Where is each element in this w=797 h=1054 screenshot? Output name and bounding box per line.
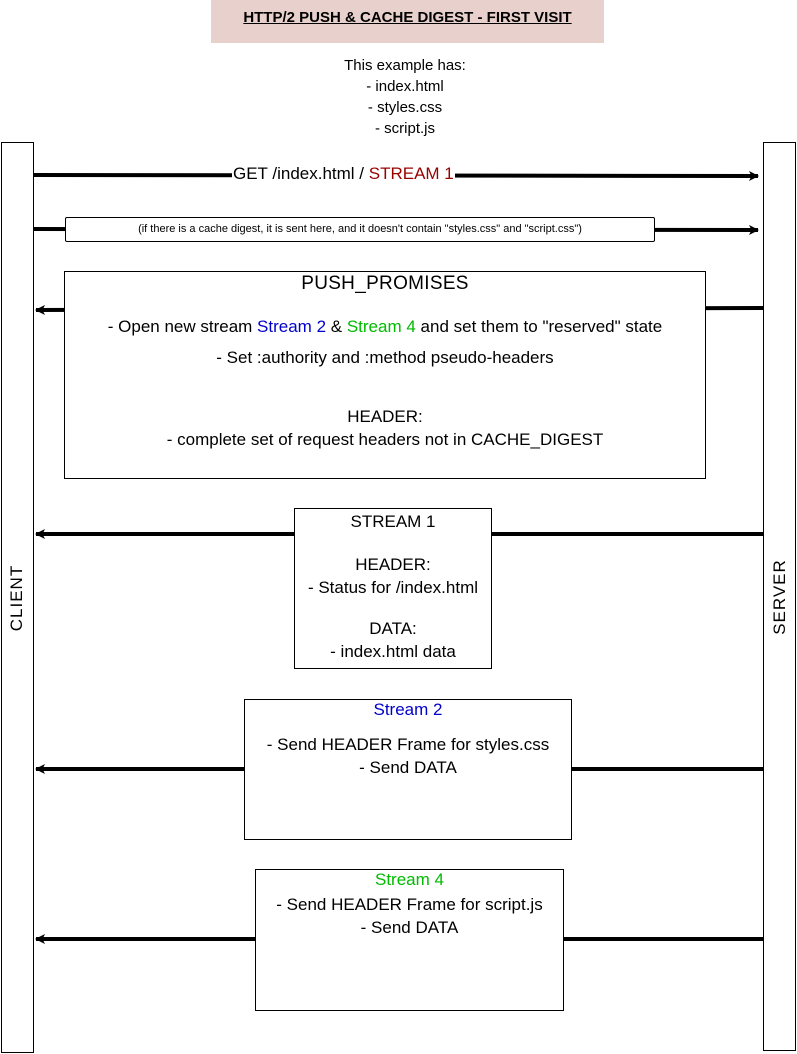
stream2-title: Stream 2: [373, 700, 443, 719]
push-promises-line1: - Open new stream Stream 2 & Stream 4 an…: [65, 317, 705, 337]
intro-item: - index.html: [366, 78, 444, 95]
stream4-line2: - Send DATA: [360, 918, 459, 937]
stream2-line1: - Send HEADER Frame for styles.css: [266, 735, 550, 754]
intro-item: - script.js: [375, 120, 435, 137]
stream1-data-label: DATA:: [369, 619, 417, 638]
push-promises-title: PUSH_PROMISES: [301, 273, 469, 294]
server-lifeline: SERVER: [763, 142, 796, 1051]
push-promises-box: PUSH_PROMISES - Open new stream Stream 2…: [64, 271, 706, 479]
intro-block: This example has: - index.html - styles.…: [300, 55, 510, 139]
intro-item: - styles.css: [367, 99, 443, 116]
push-promises-header-detail: - complete set of request headers not in…: [166, 430, 604, 449]
stream1-title: STREAM 1: [350, 512, 436, 531]
get-request-stream: STREAM 1: [368, 164, 454, 183]
stream1-data-detail: - index.html data: [330, 642, 456, 661]
client-label: CLIENT: [7, 564, 27, 631]
stream4-title: Stream 4: [375, 870, 444, 889]
push-line1-stream4: Stream 4: [346, 317, 416, 336]
client-lifeline: CLIENT: [1, 142, 34, 1053]
push-line1-amp: &: [326, 317, 347, 336]
push-line1-suffix: and set them to "reserved" state: [415, 317, 663, 336]
push-promises-header-label: HEADER:: [347, 407, 423, 426]
cache-digest-note: (if there is a cache digest, it is sent …: [65, 217, 655, 242]
stream4-line1: - Send HEADER Frame for script.js: [276, 895, 543, 914]
push-line1-stream2: Stream 2: [257, 317, 327, 336]
diagram-title: HTTP/2 PUSH & CACHE DIGEST - FIRST VISIT: [243, 9, 572, 26]
server-label: SERVER: [769, 558, 789, 635]
stream1-response-box: STREAM 1 HEADER: - Status for /index.htm…: [294, 508, 492, 669]
title-banner: HTTP/2 PUSH & CACHE DIGEST - FIRST VISIT: [211, 0, 604, 43]
intro-heading: This example has:: [344, 57, 466, 74]
get-request-label: GET /index.html / STREAM 1: [232, 162, 455, 186]
get-request-path: GET /index.html /: [233, 164, 369, 183]
stream1-header-detail: - Status for /index.html: [307, 578, 479, 597]
stream4-response-box: Stream 4 - Send HEADER Frame for script.…: [255, 869, 564, 1011]
stream2-line2: - Send DATA: [359, 758, 457, 777]
stream1-header-label: HEADER:: [355, 555, 431, 574]
stream2-response-box: Stream 2 - Send HEADER Frame for styles.…: [244, 699, 572, 840]
push-line1-prefix: - Open new stream: [107, 317, 258, 336]
push-promises-line2: - Set :authority and :method pseudo-head…: [216, 348, 554, 367]
